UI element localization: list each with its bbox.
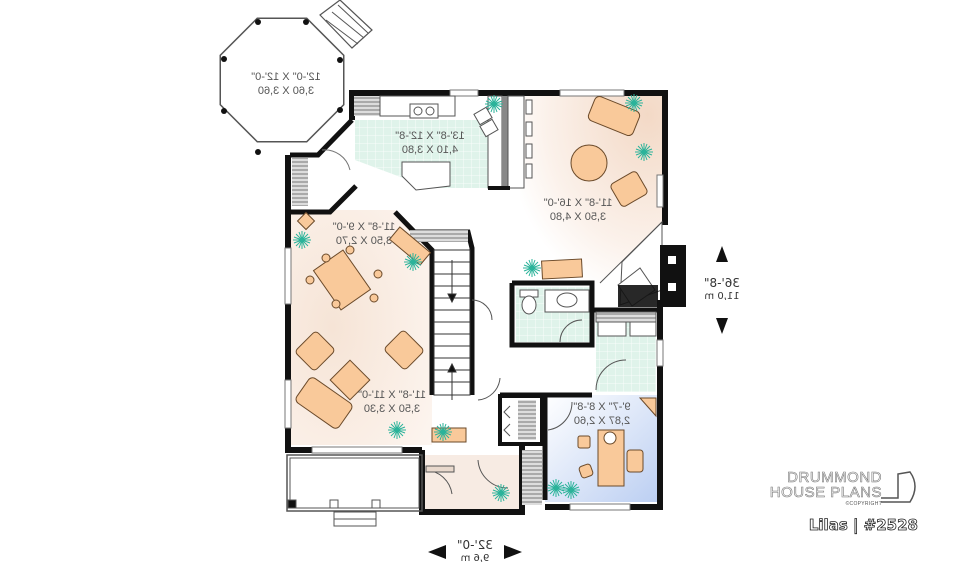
family-room-label: 11'-8" X 11'-0" 3,50 X 3,30	[342, 388, 442, 416]
plan-title: Lilas | #2528	[808, 516, 918, 535]
laundry-fixtures	[595, 311, 657, 337]
gazebo	[219, 0, 373, 155]
powder-room-fixtures	[519, 289, 590, 315]
dining-dim-metric: 3,50 X 2,70	[335, 235, 393, 247]
staircase	[433, 249, 471, 400]
gazebo-dim-imperial: 12'-0" X 12'-0"	[251, 71, 321, 83]
fireplace	[599, 220, 686, 307]
overall-width-label: 32'-0" 9,6 m	[445, 538, 505, 566]
kitchen-dim-metric: 4,10 X 3,80	[401, 144, 459, 156]
dimension-arrows	[428, 246, 728, 559]
family-dim-metric: 3,50 X 3,30	[363, 403, 421, 415]
brand-logo: DRUMMOND HOUSE PLANS ©COPYRIGHT	[752, 470, 882, 507]
overall-depth-label: 36'-8" 11,0 m	[690, 276, 754, 304]
width-metric: 9,6 m	[460, 553, 490, 564]
kitchen-counters	[354, 95, 533, 191]
depth-metric: 11,0 m	[704, 291, 740, 302]
living-dim-imperial: 11'-8" X 16'-0"	[543, 197, 613, 209]
living-dim-metric: 3,50 X 4,80	[549, 211, 607, 223]
dining-room-label: 11'-8" X 9'-0" 3,50 X 2,70	[314, 220, 414, 248]
brand-line-2: HOUSE PLANS	[769, 484, 882, 501]
living-room-floor	[518, 96, 662, 283]
coat-closet	[498, 394, 544, 505]
stair-landing	[410, 230, 468, 242]
office-dim-imperial: 9'-7" X 8'-8"	[573, 401, 631, 413]
kitchen-label: 13'-8" X 12'-8" 4,10 X 3,80	[380, 129, 480, 157]
furniture	[295, 95, 657, 487]
kitchen-dim-imperial: 13'-8" X 12'-8"	[395, 130, 465, 142]
gazebo-steps	[319, 0, 373, 49]
gazebo-dim-metric: 3,60 X 3,60	[257, 85, 315, 97]
brand-line-1: DRUMMOND	[787, 469, 882, 486]
depth-imperial: 36'-8"	[703, 276, 741, 290]
entry-floor	[422, 455, 520, 511]
dining-dim-imperial: 11'-8" X 9'-0"	[332, 221, 396, 233]
powder-room-door	[559, 319, 583, 343]
brand-copyright: ©COPYRIGHT	[845, 501, 882, 507]
kitchen-floor	[355, 120, 500, 188]
windows	[284, 89, 664, 511]
laundry-door	[595, 359, 627, 391]
gazebo-label: 12'-0" X 12'-0" 3,60 X 3,60	[236, 70, 336, 98]
office-dim-metric: 2,87 X 2,60	[573, 415, 631, 427]
brand-logo-mark	[881, 471, 916, 503]
width-imperial: 32'-0"	[456, 538, 494, 552]
living-room-label: 11'-8" X 16'-0" 3,50 X 4,80	[528, 196, 628, 224]
closet	[290, 118, 358, 215]
porch	[286, 454, 423, 527]
family-dim-imperial: 11'-8" X 11'-0"	[358, 389, 426, 401]
office-label: 9'-7" X 8'-8" 2,87 X 2,60	[560, 400, 644, 428]
